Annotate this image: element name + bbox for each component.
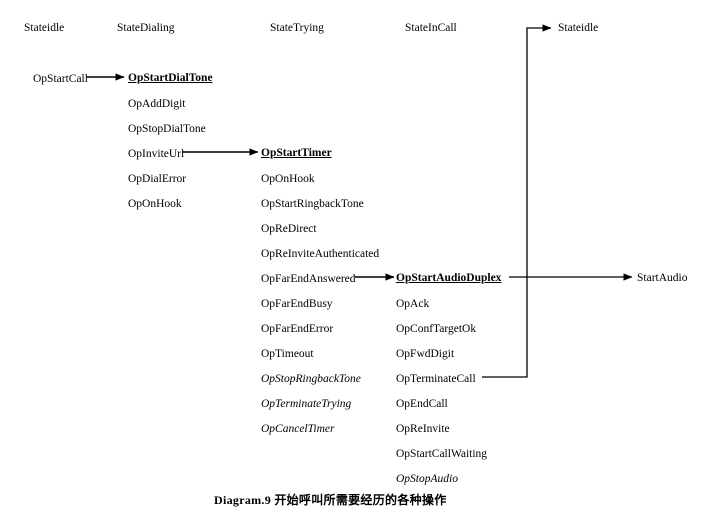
operation-op-start-timer: OpStartTimer xyxy=(261,147,332,159)
operation-op-far-end-answered: OpFarEndAnswered xyxy=(261,273,356,285)
operation-op-far-end-busy: OpFarEndBusy xyxy=(261,298,333,310)
column-header-state-incall: StateInCall xyxy=(405,22,457,34)
edge-terminate-call-idle xyxy=(482,24,552,378)
operation-op-start-dial-tone: OpStartDialTone xyxy=(128,72,213,84)
operation-op-start-call: OpStartCall xyxy=(33,73,88,85)
operation-op-timeout: OpTimeout xyxy=(261,348,314,360)
operation-op-far-end-error: OpFarEndError xyxy=(261,323,334,335)
operation-op-terminate-call: OpTerminateCall xyxy=(396,373,476,385)
operation-op-cancel-timer: OpCancelTimer xyxy=(261,423,335,435)
operation-op-dial-error: OpDialError xyxy=(128,173,187,185)
operation-op-fwd-digit: OpFwdDigit xyxy=(396,348,455,360)
operation-op-start-audio-duplex: OpStartAudioDuplex xyxy=(396,272,502,284)
operation-op-stop-dial-tone: OpStopDialTone xyxy=(128,123,206,135)
diagram-caption: Diagram.9 开始呼叫所需要经历的各种操作 xyxy=(214,493,447,507)
operation-op-stop-audio: OpStopAudio xyxy=(396,473,458,485)
operation-op-reinvite: OpReInvite xyxy=(396,423,450,435)
operation-op-conf-target-ok: OpConfTargetOk xyxy=(396,323,477,335)
operation-op-start-call-waiting: OpStartCallWaiting xyxy=(396,448,488,460)
terminal-state-idle-return: Stateidle xyxy=(558,22,599,34)
operation-op-on-hook-dialing: OpOnHook xyxy=(128,198,182,210)
operation-op-end-call: OpEndCall xyxy=(396,398,448,410)
operation-op-stop-ringback-tone: OpStopRingbackTone xyxy=(261,373,361,385)
column-header-state-trying: StateTrying xyxy=(270,22,324,34)
operation-op-add-digit: OpAddDigit xyxy=(128,98,186,110)
operation-op-start-ringback-tone: OpStartRingbackTone xyxy=(261,198,364,210)
operation-op-redirect: OpReDirect xyxy=(261,223,317,235)
operation-op-ack: OpAck xyxy=(396,298,430,310)
column-header-state-idle: Stateidle xyxy=(24,22,65,34)
operation-op-terminate-trying: OpTerminateTrying xyxy=(261,398,352,410)
column-header-state-dialing: StateDialing xyxy=(117,22,175,34)
terminal-start-audio: StartAudio xyxy=(637,272,688,284)
operation-op-on-hook-trying: OpOnHook xyxy=(261,173,315,185)
operation-op-reinvite-authenticated: OpReInviteAuthenticated xyxy=(261,248,380,260)
operation-op-invite-url: OpInviteUrl xyxy=(128,148,185,160)
